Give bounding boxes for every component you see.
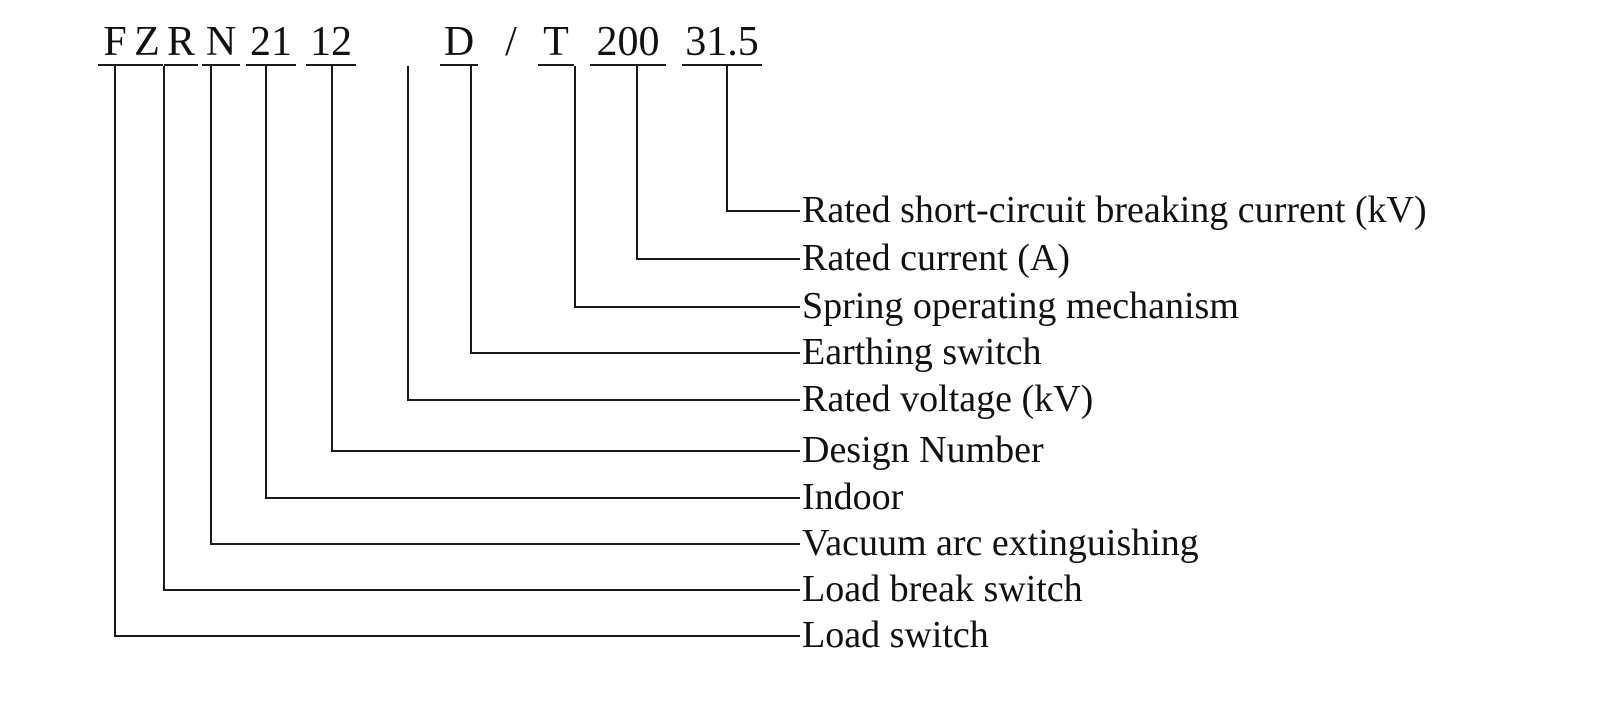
leader-vertical-2	[574, 66, 576, 307]
code-underline-10	[682, 64, 762, 66]
leader-horizontal-1	[636, 258, 800, 260]
code-underline-0	[98, 64, 132, 66]
leader-vertical-8	[163, 66, 165, 590]
code-segment-0: F	[103, 19, 127, 65]
code-underline-9	[590, 64, 666, 66]
code-segment-10: 31.5	[685, 19, 759, 65]
designation-label-4: Rated voltage (kV)	[802, 378, 1094, 420]
leader-horizontal-6	[265, 497, 800, 499]
code-underline-5	[306, 64, 356, 66]
leader-horizontal-7	[210, 543, 800, 545]
leader-horizontal-2	[574, 306, 800, 308]
leader-horizontal-3	[470, 352, 800, 354]
code-underline-8	[538, 64, 574, 66]
code-segment-4: 21	[250, 19, 292, 65]
code-underline-3	[202, 64, 240, 66]
leader-vertical-5	[331, 66, 333, 451]
leader-vertical-0	[726, 66, 728, 211]
code-segment-9: 200	[596, 19, 660, 65]
designation-label-7: Vacuum arc extinguishing	[802, 522, 1199, 564]
leader-vertical-1	[636, 66, 638, 259]
code-underline-4	[246, 64, 296, 66]
designation-label-6: Indoor	[802, 476, 904, 518]
code-segment-6: D	[443, 19, 475, 65]
designation-label-5: Design Number	[802, 429, 1044, 471]
code-underline-2	[164, 64, 198, 66]
designation-label-0: Rated short-circuit breaking current (kV…	[802, 189, 1427, 231]
leader-horizontal-9	[114, 635, 800, 637]
code-underline-1	[130, 64, 163, 66]
leader-vertical-3	[470, 66, 472, 353]
code-segment-2: R	[166, 19, 195, 65]
designation-label-9: Load switch	[802, 614, 989, 656]
code-segment-1: Z	[134, 19, 160, 65]
leader-vertical-7	[210, 66, 212, 544]
code-underline-6	[440, 64, 478, 66]
leader-horizontal-5	[331, 450, 800, 452]
designation-label-8: Load break switch	[802, 568, 1083, 610]
code-segment-5: 12	[310, 19, 352, 65]
code-segment-8: T	[543, 19, 569, 65]
leader-vertical-4	[407, 66, 409, 400]
designation-label-3: Earthing switch	[802, 331, 1042, 373]
leader-vertical-6	[265, 66, 267, 498]
leader-horizontal-8	[163, 589, 800, 591]
code-segment-3: N	[205, 19, 237, 65]
leader-horizontal-0	[726, 210, 800, 212]
designation-label-2: Spring operating mechanism	[802, 285, 1239, 327]
leader-vertical-9	[114, 66, 116, 636]
designation-label-1: Rated current (A)	[802, 237, 1070, 279]
leader-horizontal-4	[407, 399, 800, 401]
code-segment-7: /	[505, 19, 517, 65]
